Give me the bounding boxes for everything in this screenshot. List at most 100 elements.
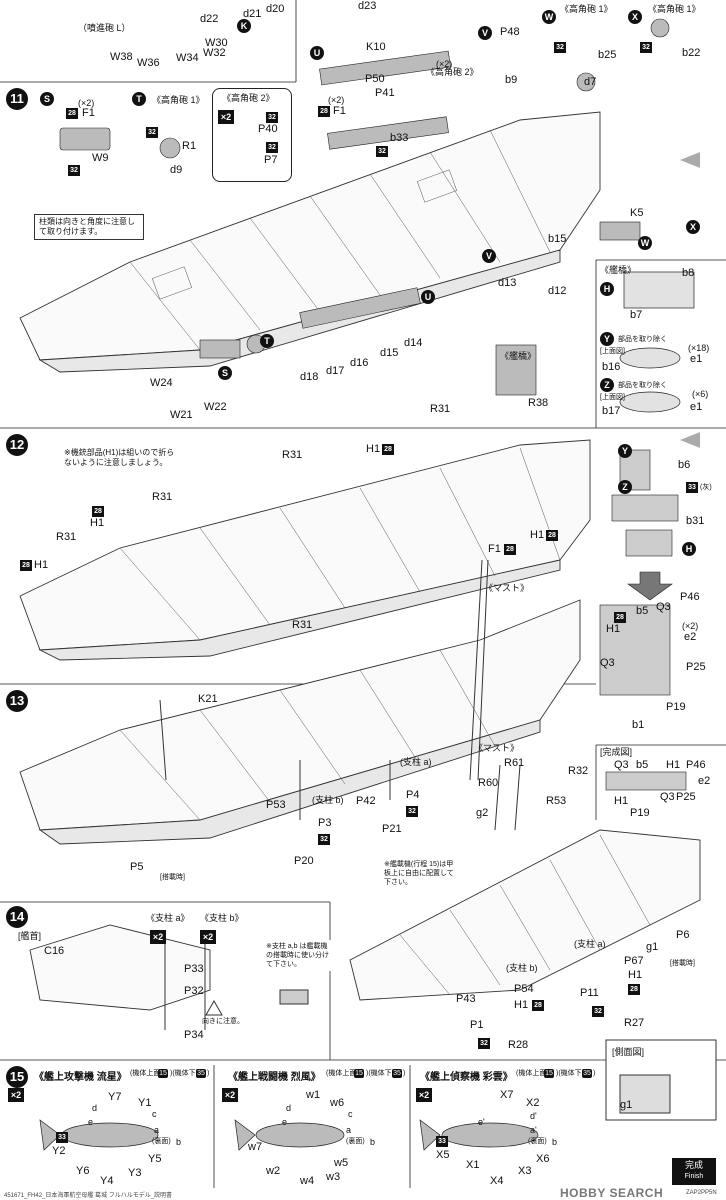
- aircraft-a-header: 《艦上攻撃機 流星》: [34, 1072, 127, 1083]
- part-label-d7: d7: [584, 76, 597, 88]
- part-label-w21: W21: [170, 409, 193, 421]
- u-count: (×2): [436, 59, 453, 69]
- part-label-b22: b22: [682, 47, 701, 59]
- part-label-w32: W32: [203, 47, 226, 59]
- aircraft-b-note: (裏面): [346, 1138, 365, 1145]
- part-label-p4: P4: [406, 789, 420, 801]
- part-label-e1b: e1: [690, 401, 703, 413]
- part-label-k10: K10: [366, 41, 386, 53]
- aircraft-a-note: (裏面): [152, 1138, 171, 1145]
- caution-note-step11: 柱類は向きと角度に注意して取り付けます。: [34, 214, 144, 240]
- aircraft-c-x2: ×2: [416, 1088, 432, 1102]
- part-label-q3-a: Q3: [656, 601, 671, 613]
- callout-circle-h-12: H: [682, 542, 696, 556]
- part-label-p42: P42: [356, 795, 376, 807]
- part-label-x6: X6: [536, 1153, 550, 1165]
- step-number-13: 13: [6, 690, 28, 712]
- x2-badge: ×2: [218, 110, 234, 124]
- part-label-f1: F1: [82, 107, 95, 119]
- part-label-g1: g1: [646, 941, 659, 953]
- done-q3: Q3: [614, 759, 629, 771]
- label-rocket-l: （噴進砲 L）: [78, 23, 131, 33]
- paint-code-28-12b: 28: [92, 506, 104, 517]
- bridge-count: (×2): [682, 621, 699, 631]
- part-label-p53: P53: [266, 799, 286, 811]
- part-label-r31-c: R31: [152, 491, 173, 503]
- part-label-p50: P50: [365, 73, 385, 85]
- side-view-header: [側面図]: [612, 1047, 645, 1057]
- bridge-label-hull: 《艦橋》: [500, 351, 537, 361]
- strut-a-header: 《支柱 a》: [146, 913, 190, 923]
- part-label-p11: P11: [580, 987, 599, 999]
- part-label-w6: w6: [330, 1097, 345, 1109]
- part-label-e-b: e: [282, 1117, 288, 1127]
- finish-badge: 完成 Finish: [672, 1158, 716, 1185]
- part-label-a-a: a: [154, 1125, 160, 1135]
- part-label-r32: R32: [568, 765, 589, 777]
- part-label-h1-a: H1: [366, 443, 381, 455]
- part-label-b25: b25: [598, 49, 617, 61]
- callout-circle-v: V: [478, 26, 492, 40]
- step-number-11: 11: [6, 88, 28, 110]
- part-label-p20: P20: [294, 855, 314, 867]
- part-label-p1: P1: [470, 1019, 484, 1031]
- part-label-w2: w2: [266, 1165, 281, 1177]
- aircraft-c-sub2: )(機体下面: [556, 1070, 589, 1077]
- part-label-e-a: e: [88, 1117, 94, 1127]
- part-label-w24: W24: [150, 377, 173, 389]
- part-label-d17: d17: [326, 365, 345, 377]
- part-label-y7: Y7: [108, 1091, 122, 1103]
- part-label-b15: b15: [548, 233, 567, 245]
- part-label-p67: P67: [624, 955, 644, 967]
- part-label-p43: P43: [456, 993, 476, 1005]
- part-label-x3: X3: [518, 1165, 532, 1177]
- part-label-p41: P41: [375, 87, 395, 99]
- aircraft-a-sub: (機体上面: [130, 1070, 161, 1077]
- part-label-f1-12: F1: [488, 543, 501, 555]
- paint-code-28-12c: 28: [20, 560, 32, 571]
- aircraft-c-sub: (機体上面: [516, 1070, 547, 1077]
- callout-circle-v-hull: V: [482, 249, 496, 263]
- hobby-search-logo: HOBBY SEARCH: [560, 1186, 664, 1200]
- part-label-w4: w4: [300, 1175, 315, 1187]
- part-label-r28: R28: [508, 1039, 529, 1051]
- part-label-w9: W9: [92, 152, 109, 164]
- paint-code-32-t: 32: [146, 127, 158, 138]
- part-label-r31-a: R31: [430, 403, 451, 415]
- part-label-r60: R60: [478, 777, 499, 789]
- part-label-w7: w7: [248, 1141, 263, 1153]
- part-label-w3: w3: [326, 1171, 341, 1183]
- part-label-d18: d18: [300, 371, 319, 383]
- part-label-d14: d14: [404, 337, 423, 349]
- part-label-r38: R38: [528, 397, 549, 409]
- part-label-k21: K21: [198, 693, 218, 705]
- part-label-d9: d9: [170, 164, 183, 176]
- part-label-h1-b: H1: [90, 517, 105, 529]
- w-header: 《高角砲 1》: [560, 4, 613, 14]
- part-label-w36: W36: [137, 57, 160, 69]
- aircraft-b-sub: (機体上面: [326, 1070, 357, 1077]
- aircraft-a-n2: 35: [196, 1069, 206, 1078]
- paint-code-32-14b: 32: [478, 1038, 490, 1049]
- part-label-f1-u: F1: [333, 105, 346, 117]
- aircraft-c-note: (裏面): [528, 1138, 547, 1145]
- part-label-d20: d20: [266, 3, 285, 15]
- part-label-b33: b33: [390, 132, 409, 144]
- part-label-c-b: c: [348, 1109, 353, 1119]
- part-label-d-prime: d': [530, 1111, 537, 1121]
- part-label-p46: P46: [680, 591, 700, 603]
- part-label-b16: b16: [602, 361, 621, 373]
- gun-2-panel: [212, 88, 292, 182]
- part-label-h1-d: H1: [530, 529, 545, 541]
- part-label-p33: P33: [184, 963, 204, 975]
- paint-code-32-t2: 32: [266, 112, 278, 123]
- aircraft-b-end: ): [403, 1070, 406, 1077]
- callout-circle-s: S: [40, 92, 54, 106]
- part-label-e-prime: e': [478, 1117, 485, 1127]
- aircraft-c-header: 《艦上偵察機 彩雲》: [420, 1072, 513, 1083]
- paint-code-28-u: 28: [318, 106, 330, 117]
- s-count: (×2): [78, 98, 95, 108]
- part-label-w1: w1: [306, 1089, 321, 1101]
- part-label-d-a: d: [92, 1103, 98, 1113]
- y-top-view: [上面図]: [600, 348, 625, 355]
